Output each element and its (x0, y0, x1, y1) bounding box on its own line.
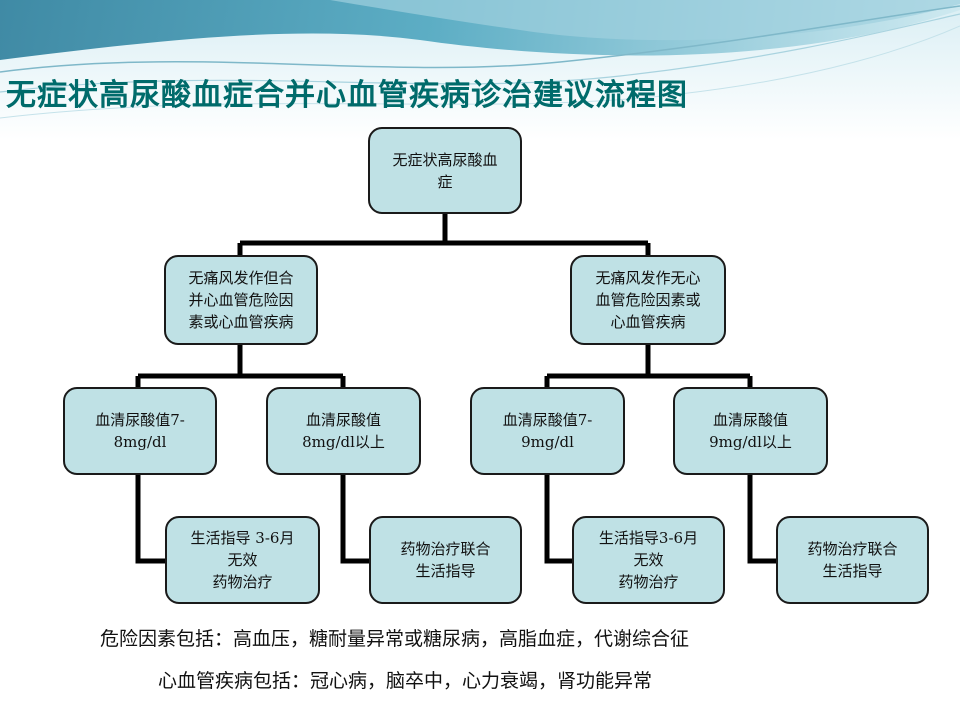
node-r1-action: 生活指导3-6月 无效 药物治疗 (572, 516, 725, 604)
node-r2-action: 药物治疗联合 生活指导 (776, 516, 929, 604)
connector-l2-action (340, 474, 370, 564)
node-l1-action: 生活指导 3-6月 无效 药物治疗 (165, 516, 320, 604)
note-cvd: 心血管疾病包括：冠心病，脑卒中，心力衰竭，肾功能异常 (158, 670, 653, 692)
node-l2: 血清尿酸值 8mg/dl以上 (266, 387, 421, 475)
connector-r1-action (544, 474, 573, 564)
node-l2-action: 药物治疗联合 生活指导 (369, 516, 522, 604)
page-title: 无症状高尿酸血症合并心血管疾病诊治建议流程图 (6, 78, 688, 113)
node-left-branch: 无痛风发作但合 并心血管危险因 素或心血管疾病 (164, 255, 318, 345)
node-r2: 血清尿酸值 9mg/dl以上 (673, 387, 828, 475)
node-root: 无症状高尿酸血 症 (368, 127, 522, 214)
node-l1: 血清尿酸值7- 8mg/dl (63, 387, 217, 475)
node-r1: 血清尿酸值7- 9mg/dl (470, 387, 625, 475)
connector-l1-action (135, 474, 166, 564)
connector-r2-action (747, 474, 777, 564)
header-wave-decoration (0, 0, 960, 140)
note-risk-factors: 危险因素包括：高血压，糖耐量异常或糖尿病，高脂血症，代谢综合征 (100, 628, 690, 650)
node-right-branch: 无痛风发作无心 血管危险因素或 心血管疾病 (570, 255, 726, 345)
